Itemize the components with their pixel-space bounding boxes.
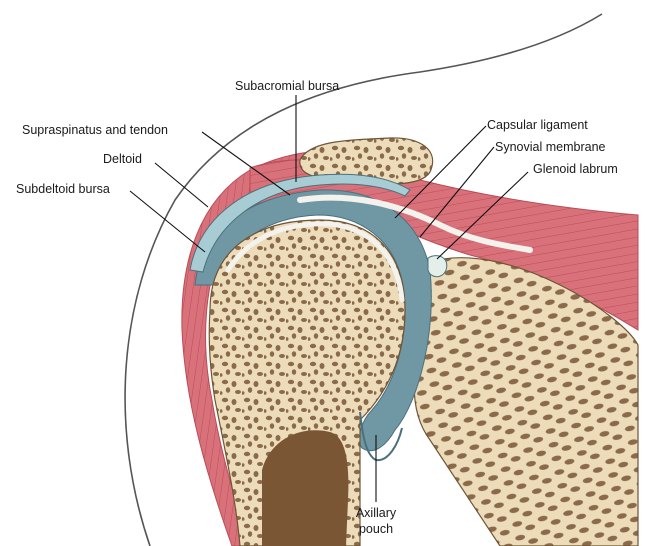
label-deltoid: Deltoid [103, 152, 142, 166]
leader-subdeltoid-bursa [130, 191, 205, 252]
label-supraspinatus: Supraspinatus and tendon [22, 123, 168, 137]
label-axillary-pouch-line1: Axillary [356, 506, 397, 520]
label-synovial-membrane: Synovial membrane [495, 140, 606, 154]
label-subdeltoid-bursa: Subdeltoid bursa [16, 182, 110, 196]
humeral-shaft [262, 430, 348, 546]
label-glenoid-labrum: Glenoid labrum [533, 162, 618, 176]
label-axillary-pouch-line2: pouch [359, 522, 393, 536]
label-subacromial-bursa: Subacromial bursa [235, 79, 339, 93]
label-capsular-ligament: Capsular ligament [487, 118, 588, 132]
